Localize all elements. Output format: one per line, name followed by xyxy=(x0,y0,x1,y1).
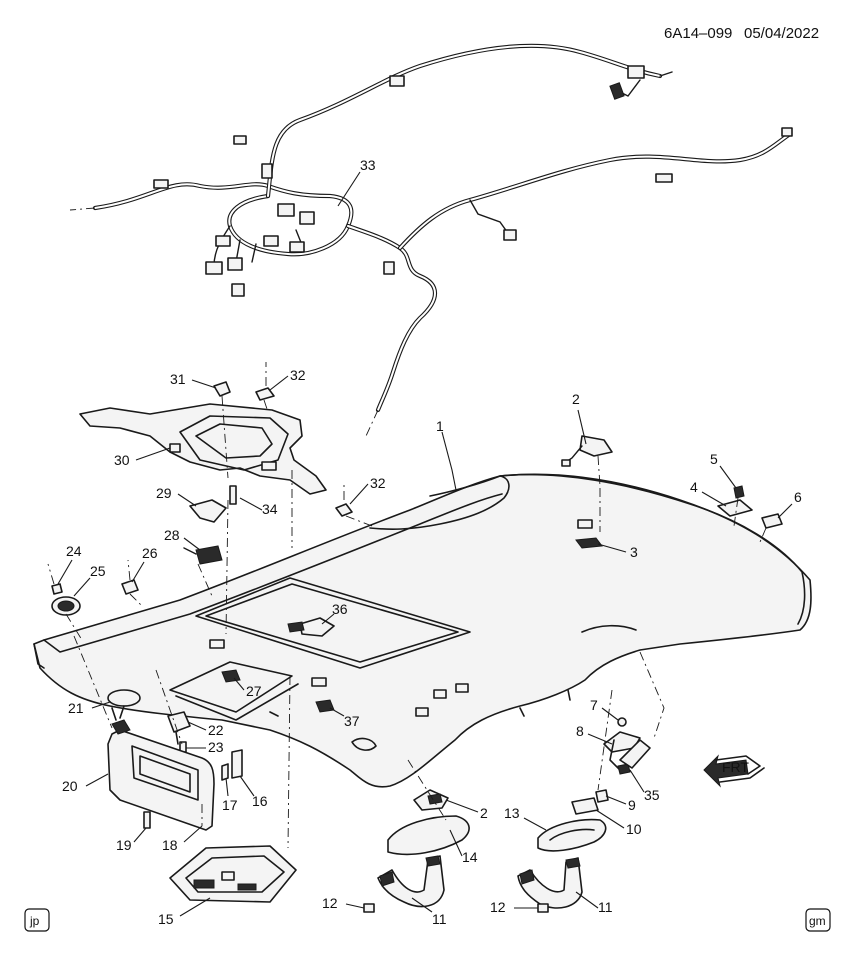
bracket-29 xyxy=(189,499,227,523)
handle-cover-13 xyxy=(537,818,607,852)
cap-25 xyxy=(51,596,81,616)
clip-17 xyxy=(221,763,229,781)
screw-19 xyxy=(143,811,151,829)
callout-32-lower: 32 xyxy=(370,475,386,491)
callout-2-lower: 2 xyxy=(480,805,488,821)
grab-handle-11-right xyxy=(517,857,583,909)
badge-jp-text: jp xyxy=(29,914,40,928)
front-indicator-label: FRT xyxy=(722,759,749,775)
drawing-number: 6A14–099 xyxy=(664,25,732,42)
callout-26: 26 xyxy=(142,545,158,561)
callout-11-left: 11 xyxy=(432,911,447,927)
callout-33: 33 xyxy=(360,157,376,173)
callout-2-top: 2 xyxy=(572,391,580,407)
overhead-console-15 xyxy=(169,675,297,903)
callout-8: 8 xyxy=(576,723,584,739)
callout-9: 9 xyxy=(628,797,636,813)
bracket-4 xyxy=(717,499,753,517)
clip-31 xyxy=(213,381,231,479)
roof-console-bracket xyxy=(79,403,327,495)
mirror-cover-21 xyxy=(107,689,141,707)
badge-jp: jp xyxy=(24,908,50,932)
headliner-phantom-lines xyxy=(65,470,601,745)
callout-34: 34 xyxy=(262,501,278,517)
badge-gm-text: gm xyxy=(809,914,826,928)
mirror-lamp-16 xyxy=(231,749,243,779)
callout-11-right: 11 xyxy=(598,899,613,915)
callout-24: 24 xyxy=(66,543,82,559)
sunvisor-20 xyxy=(107,705,215,831)
clip-32-upper xyxy=(255,362,275,413)
clip-5 xyxy=(733,485,745,527)
callouts: 1 2 2 3 4 5 6 7 8 9 10 11 11 12 12 13 14 xyxy=(57,157,802,927)
callout-13: 13 xyxy=(504,805,520,821)
callout-22: 22 xyxy=(208,722,224,738)
callout-14: 14 xyxy=(462,849,478,865)
callout-12-left: 12 xyxy=(322,895,338,911)
callout-6: 6 xyxy=(794,489,802,505)
handle-bracket-2-top xyxy=(561,435,613,487)
clip-32-lower xyxy=(335,482,353,517)
callout-7: 7 xyxy=(590,697,598,713)
clip-6 xyxy=(759,513,783,543)
callout-5: 5 xyxy=(710,451,718,467)
roof-wiring-harness xyxy=(69,43,793,437)
callout-17: 17 xyxy=(222,797,238,813)
callout-25: 25 xyxy=(90,563,106,579)
bracket-35 xyxy=(619,739,651,769)
callout-32-upper: 32 xyxy=(290,367,306,383)
connector-36 xyxy=(287,617,335,637)
screw-34 xyxy=(229,485,237,505)
callout-21: 21 xyxy=(68,700,84,716)
callout-28: 28 xyxy=(164,527,180,543)
screw-7 xyxy=(617,717,627,727)
screw-12-left xyxy=(363,903,375,913)
front-direction-indicator: FRT xyxy=(703,754,765,788)
callout-10: 10 xyxy=(626,821,642,837)
callout-30: 30 xyxy=(114,452,130,468)
clip-24 xyxy=(47,563,63,595)
callout-15: 15 xyxy=(158,911,174,927)
callout-27: 27 xyxy=(246,683,262,699)
callout-12-right: 12 xyxy=(490,899,506,915)
callout-23: 23 xyxy=(208,739,224,755)
callout-37: 37 xyxy=(344,713,360,729)
pad-3 xyxy=(575,537,603,549)
grab-handle-11-left xyxy=(377,855,445,908)
callout-31: 31 xyxy=(170,371,186,387)
grab-handle-bracket-2-lower xyxy=(413,789,449,811)
screw-12-right xyxy=(537,903,549,913)
callout-1: 1 xyxy=(436,418,444,434)
grab-handle-center-line-left xyxy=(407,759,447,821)
callout-19: 19 xyxy=(116,837,132,853)
badge-gm: gm xyxy=(805,908,831,932)
drawing-date: 05/04/2022 xyxy=(744,25,819,42)
callout-36: 36 xyxy=(332,601,348,617)
callout-3: 3 xyxy=(630,544,638,560)
callout-18: 18 xyxy=(162,837,178,853)
callout-20: 20 xyxy=(62,778,78,794)
connector-28 xyxy=(183,545,223,565)
callout-16: 16 xyxy=(252,793,268,809)
handle-cover-14 xyxy=(387,815,470,856)
grab-handle-center-line-right xyxy=(597,651,665,791)
clip-9 xyxy=(595,789,609,803)
pad-10 xyxy=(571,797,599,815)
callout-4: 4 xyxy=(690,479,698,495)
sunvisor-support-22 xyxy=(167,711,191,745)
clip-26 xyxy=(121,559,139,595)
callout-29: 29 xyxy=(156,485,172,501)
callout-35: 35 xyxy=(644,787,660,803)
